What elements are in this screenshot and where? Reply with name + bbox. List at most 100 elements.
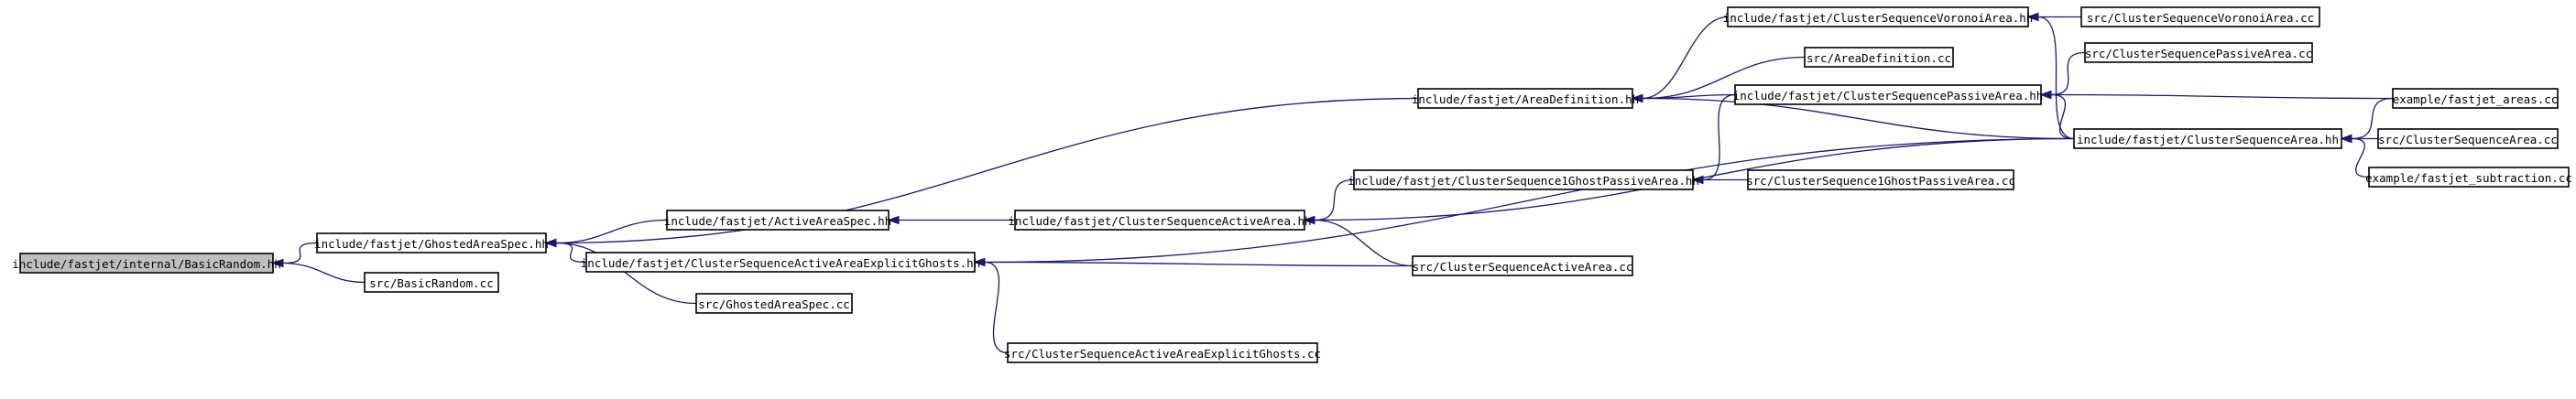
file-node-label: include/fastjet/ClusterSequenceVoronoiAr… [1723, 11, 2034, 25]
file-node-label: src/AreaDefinition.cc [1806, 51, 1951, 65]
file-node-label: src/ClusterSequenceActiveAreaExplicitGho… [1004, 347, 1321, 361]
file-node-label: include/fastjet/ClusterSequence1GhostPas… [1348, 174, 1699, 188]
file-node[interactable]: src/GhostedAreaSpec.cc [695, 293, 853, 314]
file-node-box [2392, 88, 2559, 109]
file-nodes: include/fastjet/internal/BasicRandom.hh s… [12, 6, 2572, 363]
edge-line [555, 242, 697, 305]
file-node-box [1804, 47, 1954, 68]
file-node-box [364, 272, 499, 293]
edge-line [282, 262, 366, 284]
file-node-box [695, 293, 853, 314]
edge-line [984, 261, 1414, 267]
file-node-label: src/GhostedAreaSpec.cc [698, 297, 850, 311]
dependency-edge [2026, 12, 2075, 140]
dependency-edge [1691, 93, 1736, 185]
edge-line [555, 219, 668, 244]
dependency-edge [2039, 51, 2086, 100]
edge-line [1702, 93, 1736, 181]
file-node-box [1734, 84, 2042, 105]
edge-line [1642, 56, 1806, 100]
file-node-label: include/fastjet/AreaDefinition.hh [1412, 92, 1639, 106]
file-node: include/fastjet/internal/BasicRandom.hh [12, 253, 281, 274]
dependency-edges [271, 12, 2394, 354]
file-node-label: example/fastjet_areas.cc [2393, 92, 2559, 106]
edge-line [555, 97, 1419, 244]
file-node-label: include/fastjet/ClusterSequenceActiveAre… [1008, 214, 1311, 228]
file-node-box [2368, 167, 2570, 188]
file-node-label: src/BasicRandom.cc [369, 276, 493, 290]
file-node-box [666, 210, 890, 231]
file-node[interactable]: example/fastjet_areas.cc [2392, 88, 2559, 109]
file-node-label: src/ClusterSequenceVoronoiArea.cc [2087, 11, 2314, 25]
dependency-edge [973, 137, 2075, 267]
file-node-label: include/fastjet/ClusterSequencePassiveAr… [1733, 89, 2044, 102]
file-node[interactable]: src/ClusterSequenceActiveAreaExplicitGho… [1004, 342, 1321, 363]
dependency-edge [887, 215, 1015, 225]
file-node[interactable]: src/BasicRandom.cc [364, 272, 499, 293]
arrowhead-icon [887, 215, 900, 225]
file-node[interactable]: include/fastjet/GhostedAreaSpec.hh [314, 232, 549, 253]
arrowhead-icon [1303, 215, 1315, 225]
arrowhead-icon [1631, 93, 1643, 103]
file-node[interactable]: include/fastjet/ClusterSequenceVoronoiAr… [1723, 6, 2034, 27]
file-node-box [316, 232, 547, 253]
file-node-label: include/fastjet/ClusterSequenceActiveAre… [581, 256, 981, 270]
edge-line [2050, 93, 2394, 100]
file-node-label: include/fastjet/internal/BasicRandom.hh [12, 257, 281, 271]
edge-line [1642, 97, 2075, 140]
arrowhead-icon [1691, 175, 1704, 185]
file-node[interactable]: include/fastjet/ClusterSequencePassiveAr… [1733, 84, 2044, 105]
file-node-label: include/fastjet/ClusterSequenceArea.hh [2077, 133, 2339, 146]
file-node-label: src/ClusterSequencePassiveArea.cc [2085, 47, 2312, 60]
file-node-label: src/ClusterSequence1GhostPassiveArea.cc [1746, 174, 2015, 188]
edge-line [984, 137, 2075, 264]
file-node[interactable]: src/ClusterSequence1GhostPassiveArea.cc [1746, 169, 2015, 190]
dependency-edge [973, 257, 1009, 354]
file-node[interactable]: include/fastjet/ClusterSequenceActiveAre… [581, 252, 981, 273]
edge-line [2037, 16, 2075, 140]
arrowhead-icon [973, 257, 986, 267]
arrowhead-icon [2026, 12, 2039, 22]
arrowhead-icon [2340, 134, 2352, 144]
file-node-box [2377, 128, 2559, 149]
arrowhead-icon [544, 238, 557, 248]
file-node-box [1014, 210, 1305, 231]
edge-line [1314, 219, 1414, 267]
file-node-label: example/fastjet_subtraction.cc [2365, 171, 2572, 185]
edge-line [2351, 137, 2370, 178]
edge-line [1642, 16, 1729, 100]
file-node-box [1412, 255, 1633, 276]
file-node-label: src/ClusterSequenceArea.cc [2378, 133, 2558, 146]
dependency-edge [2340, 134, 2370, 178]
file-node[interactable]: src/ClusterSequencePassiveArea.cc [2084, 42, 2313, 63]
edge-line [2050, 93, 2075, 140]
file-node[interactable]: include/fastjet/ClusterSequence1GhostPas… [1348, 169, 1699, 190]
arrowhead-icon [271, 258, 284, 268]
edge-line [1314, 178, 1355, 221]
file-node[interactable]: include/fastjet/ActiveAreaSpec.hh [664, 210, 891, 231]
file-node[interactable]: include/fastjet/ClusterSequenceArea.hh [2073, 128, 2342, 149]
file-node-box [19, 253, 274, 274]
dependency-edge [1303, 215, 1414, 267]
edge-line [2050, 51, 2086, 96]
dependency-edge [1631, 93, 2075, 140]
file-node[interactable]: src/AreaDefinition.cc [1804, 47, 1954, 68]
file-node-label: include/fastjet/GhostedAreaSpec.hh [314, 237, 549, 251]
file-node[interactable]: example/fastjet_subtraction.cc [2365, 167, 2572, 188]
dependency-edge [271, 242, 318, 268]
file-node-box [2084, 42, 2313, 63]
file-node[interactable]: src/ClusterSequenceActiveArea.cc [1412, 255, 1633, 276]
file-node-box [1417, 88, 1633, 109]
file-node[interactable]: include/fastjet/AreaDefinition.hh [1412, 88, 1639, 109]
edge-line [1642, 93, 1736, 100]
file-node-box [585, 252, 976, 273]
file-node[interactable]: src/ClusterSequenceVoronoiArea.cc [2080, 6, 2320, 27]
file-node[interactable]: src/ClusterSequenceArea.cc [2377, 128, 2559, 149]
edge-line [2351, 97, 2394, 140]
file-node-box [1747, 169, 2014, 190]
file-node[interactable]: include/fastjet/ClusterSequenceActiveAre… [1008, 210, 1312, 231]
dependency-edge [2039, 90, 2394, 100]
edge-line [282, 242, 318, 264]
file-node-box [1353, 169, 1694, 190]
